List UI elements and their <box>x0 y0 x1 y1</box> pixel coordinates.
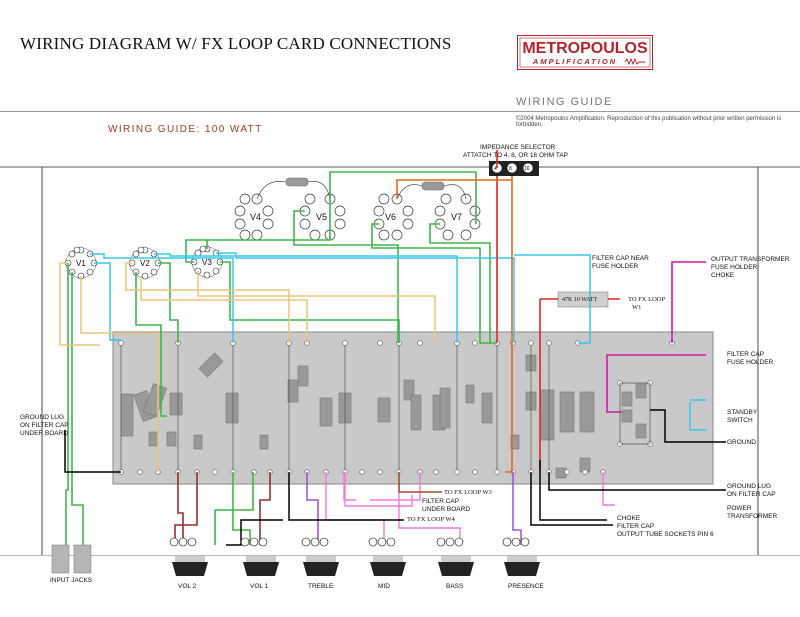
section-header: WIRING GUIDE <box>516 96 613 108</box>
ground-label: GROUND <box>727 439 756 446</box>
socket-v3 <box>190 245 224 279</box>
filter-cap-under-label: FILTER CAP UNDER BOARD <box>422 498 470 514</box>
tube-label-v3: V3 <box>202 258 212 267</box>
label-line: FILTER CAP <box>422 498 460 505</box>
wires-magenta <box>606 261 706 413</box>
tube-label-v5: V5 <box>316 212 328 222</box>
pot-vol1 <box>240 537 279 576</box>
wires-orange <box>396 176 513 473</box>
fx-loop-w1-label: TO FX LOOP W1 <box>628 296 665 312</box>
label-line: ON FILTER CAP <box>727 491 776 498</box>
label-line: OUTPUT TUBE SOCKETS PIN 6 <box>617 531 714 538</box>
label-line: CHOKE <box>711 272 735 279</box>
frame-lines <box>0 166 800 555</box>
output-transformer-label: OUTPUT TRANSFORMER FUSE HOLDER CHOKE <box>711 256 790 280</box>
copyright-note: ©2004 Metropoulos Amplification. Reprodu… <box>516 116 782 128</box>
power-transformer-label: POWER TRANSFORMER <box>727 505 777 521</box>
label-line: FILTER CAP NEAR <box>592 255 649 262</box>
resistor-label: 47K 10 WATT <box>562 297 598 303</box>
tube-label-v6: V6 <box>385 212 397 222</box>
wires-purple <box>306 472 522 545</box>
impedance-label-sub: ATTATCH TO 4, 8, OR 16 OHM TAP <box>463 152 568 159</box>
tap-16: 16 <box>524 166 530 172</box>
choke-group-label: CHOKE FILTER CAP OUTPUT TUBE SOCKETS PIN… <box>617 515 714 539</box>
ground-lug-right-label: GROUND LUG ON FILTER CAP <box>727 483 776 499</box>
vol2-label: VOL 2 <box>178 583 197 590</box>
filter-cap-fuse-label: FILTER CAP FUSE HOLDER <box>727 351 773 367</box>
tube-label-v4: V4 <box>250 212 262 222</box>
diagram-subtitle: WIRING GUIDE: 100 WATT <box>108 124 263 135</box>
wires-cyan <box>90 252 706 431</box>
tap-4: 4 <box>494 166 497 172</box>
treble-label: TREBLE <box>308 583 334 590</box>
divider-top <box>0 111 800 112</box>
label-line: GROUND LUG <box>20 414 65 421</box>
pot-treble <box>301 537 339 576</box>
logo-graphic: METROPOULOS AMPLIFICATION <box>517 35 653 70</box>
tube-label-v7: V7 <box>451 212 463 222</box>
wires-brown <box>398 472 442 493</box>
label-line: ON FILTER CAP <box>20 422 69 429</box>
vol1-label: VOL 1 <box>250 583 269 590</box>
bass-label: BASS <box>446 583 464 590</box>
label-line: GROUND LUG <box>727 483 772 490</box>
wires-darkred <box>174 472 271 545</box>
pot-presence <box>502 537 540 576</box>
input-jacks-label: INPUT JACKS <box>50 577 93 584</box>
input-jacks <box>51 544 92 574</box>
mid-label: MID <box>378 583 390 590</box>
label-line: POWER <box>727 505 752 512</box>
socket-v7 <box>434 193 481 241</box>
label-line: FUSE HOLDER <box>727 359 774 366</box>
board-traces <box>120 345 651 470</box>
fx-loop-w4-label: TO FX LOOP W4 <box>407 516 455 523</box>
label-line: FILTER CAP <box>617 523 655 530</box>
wires-yellow <box>59 262 436 472</box>
pot-vol2 <box>169 537 208 576</box>
svg-text:METROPOULOS: METROPOULOS <box>522 40 648 57</box>
label-line: W1 <box>632 304 642 311</box>
label-line: TRANSFORMER <box>727 513 778 520</box>
tube-label-v2: V2 <box>140 259 150 268</box>
wires-black <box>64 409 726 546</box>
filter-cap-holder-label: FILTER CAP NEAR FUSE HOLDER <box>592 255 649 271</box>
presence-label: PRESENCE <box>508 583 544 590</box>
socket-v4 <box>234 193 274 241</box>
pot-bass <box>436 537 474 576</box>
label-line: UNDER BOARD <box>20 430 69 437</box>
label-line: FILTER CAP <box>727 351 765 358</box>
label-line: TO FX LOOP <box>628 296 666 303</box>
tap-8: 8 <box>509 166 512 172</box>
pot-mid <box>368 537 406 576</box>
wires-red <box>496 150 620 470</box>
label-line: SWITCH <box>727 417 753 424</box>
pots <box>169 537 540 576</box>
page-title: WIRING DIAGRAM W/ FX LOOP CARD CONNECTIO… <box>20 34 452 53</box>
label-line: STANDBY <box>727 409 758 416</box>
label-line: UNDER BOARD <box>422 506 471 513</box>
standby-label: STANDBY SWITCH <box>727 409 757 425</box>
label-line: CHOKE <box>617 515 641 522</box>
ground-lug-left-label: GROUND LUG ON FILTER CAP UNDER BOARD <box>20 414 69 438</box>
brand-logo: METROPOULOS AMPLIFICATION <box>517 35 653 77</box>
fx-loop-w3-label: TO FX LOOP W3 <box>444 489 492 496</box>
divider-bottom <box>0 555 800 556</box>
impedance-label: IMPEDANCE SELECTOR <box>480 144 556 151</box>
label-line: FUSE HOLDER <box>592 263 639 270</box>
tube-label-v1: V1 <box>76 259 86 268</box>
label-line: FUSE HOLDER <box>711 264 758 271</box>
wires-green <box>65 171 497 545</box>
label-line: OUTPUT TRANSFORMER <box>711 256 790 263</box>
svg-text:AMPLIFICATION: AMPLIFICATION <box>532 57 617 66</box>
screen-resistors <box>256 177 467 200</box>
